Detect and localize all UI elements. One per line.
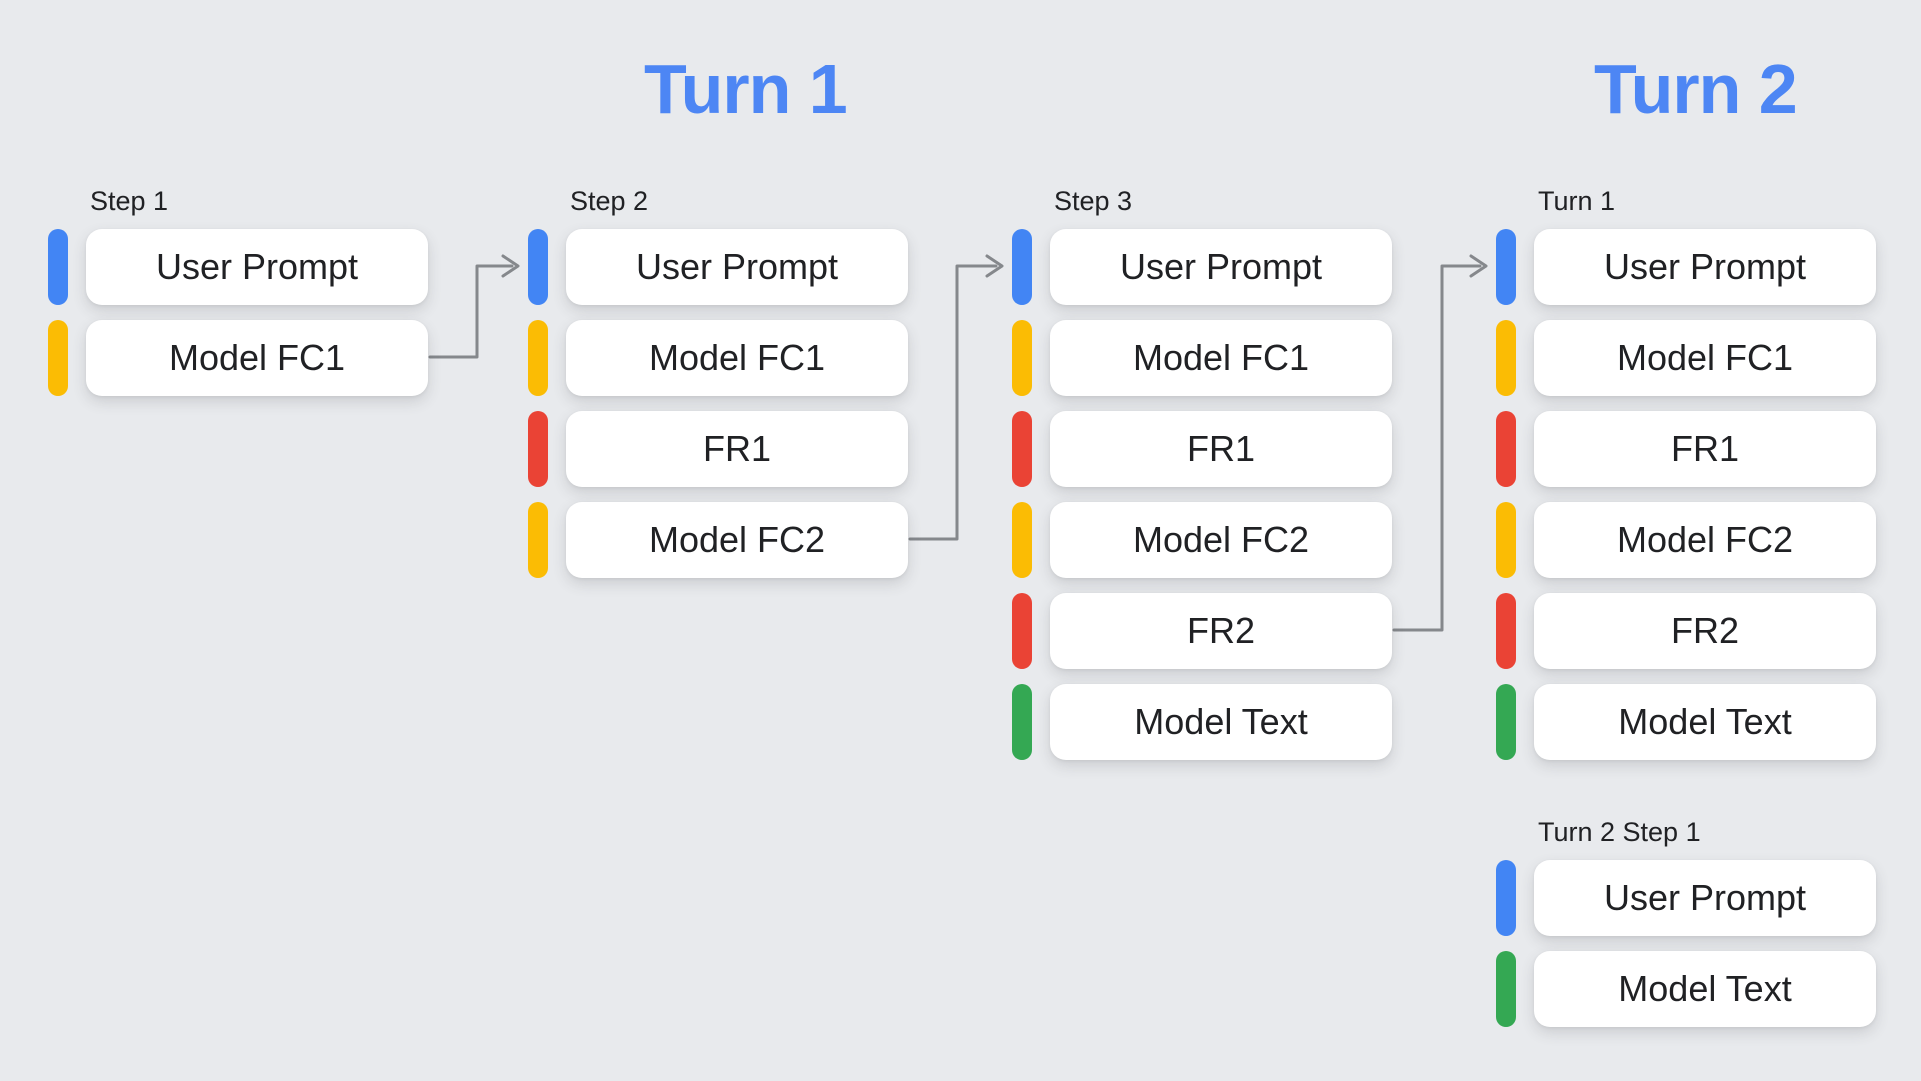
user-prompt-color-bar bbox=[1496, 229, 1516, 305]
block-model-text: Model Text bbox=[1012, 684, 1392, 760]
block-fr1: FR1 bbox=[1012, 411, 1392, 487]
model-text-color-bar bbox=[1496, 951, 1516, 1027]
model-fc-color-bar bbox=[1496, 502, 1516, 578]
model-fc-color-bar bbox=[1496, 320, 1516, 396]
block-label: Model FC1 bbox=[1132, 337, 1310, 378]
model-fc2-box: Model FC2 bbox=[566, 502, 908, 578]
model-fc-color-bar bbox=[1012, 320, 1032, 396]
column-label: Step 1 bbox=[90, 186, 169, 216]
model-fc1-box: Model FC1 bbox=[566, 320, 908, 396]
function-response-color-bar bbox=[528, 411, 548, 487]
user-prompt-box: User Prompt bbox=[86, 229, 428, 305]
block-user-prompt: User Prompt bbox=[528, 229, 908, 305]
block-label: FR1 bbox=[1186, 428, 1255, 469]
block-label: FR1 bbox=[702, 428, 771, 469]
block-label: FR2 bbox=[1670, 610, 1739, 651]
fr1-box: FR1 bbox=[1534, 411, 1876, 487]
column-label: Turn 1 bbox=[1538, 186, 1616, 216]
column-turn-1-history: Turn 1 User Prompt Model FC1 FR1 Model F… bbox=[1496, 186, 1876, 775]
function-response-color-bar bbox=[1012, 593, 1032, 669]
block-label: User Prompt bbox=[1603, 877, 1807, 918]
user-prompt-color-bar bbox=[48, 229, 68, 305]
user-prompt-box: User Prompt bbox=[1534, 229, 1876, 305]
model-fc1-box: Model FC1 bbox=[1534, 320, 1876, 396]
block-model-fc1: Model FC1 bbox=[1012, 320, 1392, 396]
column-step-1: Step 1 User Prompt Model FC1 bbox=[48, 186, 428, 411]
model-fc1-box: Model FC1 bbox=[86, 320, 428, 396]
block-label: Model Text bbox=[1134, 701, 1308, 742]
fr1-box: FR1 bbox=[1050, 411, 1392, 487]
column-label: Step 2 bbox=[570, 186, 649, 216]
fr2-box: FR2 bbox=[1050, 593, 1392, 669]
block-label: Model FC2 bbox=[648, 519, 826, 560]
model-fc1-box: Model FC1 bbox=[1050, 320, 1392, 396]
block-model-text: Model Text bbox=[1496, 951, 1876, 1027]
connector-step3-to-turn2 bbox=[1392, 254, 1488, 632]
block-label: Model FC2 bbox=[1132, 519, 1310, 560]
block-label: User Prompt bbox=[1119, 246, 1323, 287]
block-label: Model FC1 bbox=[1616, 337, 1794, 378]
turn-2-title: Turn 2 bbox=[1594, 50, 1798, 128]
function-response-color-bar bbox=[1496, 411, 1516, 487]
block-label: Model FC1 bbox=[168, 337, 346, 378]
column-turn-2-step-1: Turn 2 Step 1 User Prompt Model Text bbox=[1496, 817, 1876, 1042]
block-label: FR1 bbox=[1670, 428, 1739, 469]
column-label: Step 3 bbox=[1054, 186, 1133, 216]
block-label: Model FC2 bbox=[1616, 519, 1794, 560]
block-label: Model Text bbox=[1618, 701, 1792, 742]
model-text-box: Model Text bbox=[1534, 951, 1876, 1027]
user-prompt-color-bar bbox=[528, 229, 548, 305]
block-model-fc2: Model FC2 bbox=[1012, 502, 1392, 578]
model-text-color-bar bbox=[1496, 684, 1516, 760]
model-fc-color-bar bbox=[528, 320, 548, 396]
turn-1-title: Turn 1 bbox=[644, 50, 848, 128]
block-fr2: FR2 bbox=[1496, 593, 1876, 669]
model-text-box: Model Text bbox=[1534, 684, 1876, 760]
block-user-prompt: User Prompt bbox=[1012, 229, 1392, 305]
block-label: User Prompt bbox=[1603, 246, 1807, 287]
block-model-fc1: Model FC1 bbox=[1496, 320, 1876, 396]
block-model-fc1: Model FC1 bbox=[48, 320, 428, 396]
fr2-box: FR2 bbox=[1534, 593, 1876, 669]
model-fc2-box: Model FC2 bbox=[1534, 502, 1876, 578]
block-model-fc1: Model FC1 bbox=[528, 320, 908, 396]
block-label: User Prompt bbox=[635, 246, 839, 287]
block-label: User Prompt bbox=[155, 246, 359, 287]
user-prompt-color-bar bbox=[1012, 229, 1032, 305]
block-user-prompt: User Prompt bbox=[48, 229, 428, 305]
fr1-box: FR1 bbox=[566, 411, 908, 487]
block-label: Model Text bbox=[1618, 968, 1792, 1009]
block-model-fc2: Model FC2 bbox=[528, 502, 908, 578]
block-user-prompt: User Prompt bbox=[1496, 229, 1876, 305]
connector-step1-to-step2 bbox=[428, 254, 520, 359]
function-response-color-bar bbox=[1496, 593, 1516, 669]
block-fr1: FR1 bbox=[528, 411, 908, 487]
model-fc-color-bar bbox=[48, 320, 68, 396]
block-fr2: FR2 bbox=[1012, 593, 1392, 669]
connector-step2-to-step3 bbox=[908, 254, 1004, 541]
user-prompt-color-bar bbox=[1496, 860, 1516, 936]
block-model-text: Model Text bbox=[1496, 684, 1876, 760]
column-label: Turn 2 Step 1 bbox=[1538, 817, 1701, 847]
block-fr1: FR1 bbox=[1496, 411, 1876, 487]
column-step-2: Step 2 User Prompt Model FC1 FR1 Model F… bbox=[528, 186, 908, 593]
model-text-color-bar bbox=[1012, 684, 1032, 760]
model-fc-color-bar bbox=[1012, 502, 1032, 578]
column-step-3: Step 3 User Prompt Model FC1 FR1 Model F… bbox=[1012, 186, 1392, 775]
model-fc2-box: Model FC2 bbox=[1050, 502, 1392, 578]
function-response-color-bar bbox=[1012, 411, 1032, 487]
model-text-box: Model Text bbox=[1050, 684, 1392, 760]
block-user-prompt: User Prompt bbox=[1496, 860, 1876, 936]
user-prompt-box: User Prompt bbox=[1050, 229, 1392, 305]
block-model-fc2: Model FC2 bbox=[1496, 502, 1876, 578]
user-prompt-box: User Prompt bbox=[566, 229, 908, 305]
block-label: Model FC1 bbox=[648, 337, 826, 378]
model-fc-color-bar bbox=[528, 502, 548, 578]
block-label: FR2 bbox=[1186, 610, 1255, 651]
user-prompt-box: User Prompt bbox=[1534, 860, 1876, 936]
